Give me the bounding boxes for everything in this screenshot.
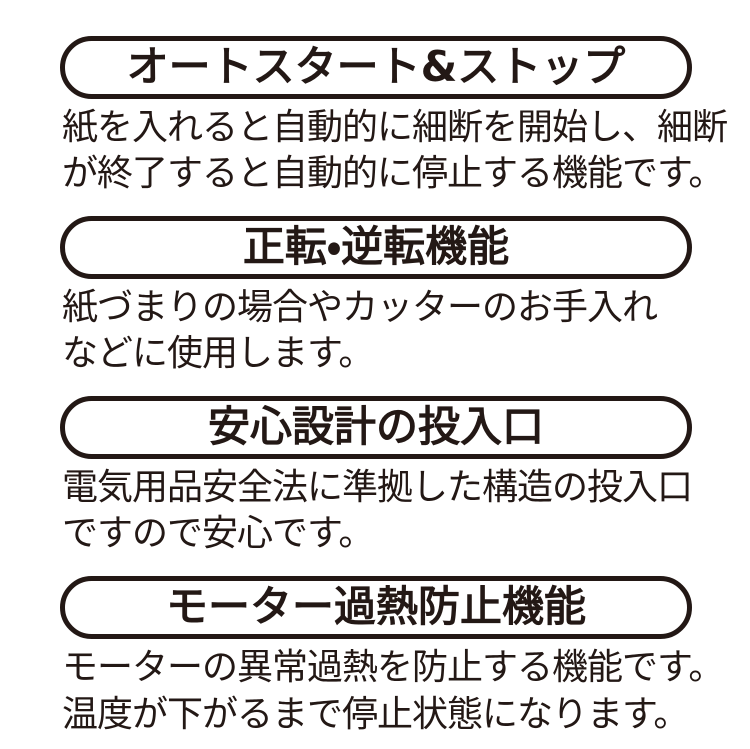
feature-title: 正転・逆転機能	[242, 221, 510, 271]
feature-description-line: 紙づまりの場合やカッターのお手入れ	[62, 287, 658, 329]
feature-description-line: 温度が下がるまで停止状態になります。	[62, 693, 689, 735]
feature-description: 紙づまりの場合やカッターのお手入れ などに使用します。	[62, 285, 750, 377]
feature-description-line: 電気用品安全法に準拠した構造の投入口	[62, 467, 693, 509]
feature-section-motor-overheat: モーター過熱防止機能 モーターの異常過熱を防止する機能です。 温度が下がるまで停…	[60, 576, 750, 737]
feature-section-auto-start-stop: オートスタート&ストップ 紙を入れると自動的に細断を開始し、細断 が終了すると自…	[60, 36, 750, 197]
feature-description-line: 紙を入れると自動的に細断を開始し、細断	[62, 107, 728, 148]
feature-title: モーター過熱防止機能	[165, 581, 586, 631]
feature-title-pill-auto-start-stop: オートスタート&ストップ	[60, 36, 692, 99]
feature-section-forward-reverse: 正転・逆転機能 紙づまりの場合やカッターのお手入れ などに使用します。	[60, 216, 750, 377]
feature-description: 電気用品安全法に準拠した構造の投入口 ですので安心です。	[62, 465, 750, 557]
feature-section-safe-design-slot: 安心設計の投入口 電気用品安全法に準拠した構造の投入口 ですので安心です。	[60, 396, 750, 557]
feature-title-pill-motor-overheat: モーター過熱防止機能	[60, 576, 692, 640]
feature-title: オートスタート&ストップ	[126, 41, 626, 91]
feature-description-line: などに使用します。	[62, 333, 374, 375]
feature-description: モーターの異常過熱を防止する機能です。 温度が下がるまで停止状態になります。	[62, 645, 750, 737]
feature-description: 紙を入れると自動的に細断を開始し、細断 が終了すると自動的に停止する機能です。	[62, 105, 750, 197]
feature-title-pill-forward-reverse: 正転・逆転機能	[60, 216, 692, 280]
feature-description-line: が終了すると自動的に停止する機能です。	[62, 153, 724, 195]
feature-description-line: モーターの異常過熱を防止する機能です。	[62, 647, 724, 689]
feature-title-pill-safe-design-slot: 安心設計の投入口	[60, 396, 692, 460]
feature-description-line: ですので安心です。	[62, 513, 374, 555]
feature-title: 安心設計の投入口	[207, 401, 544, 451]
